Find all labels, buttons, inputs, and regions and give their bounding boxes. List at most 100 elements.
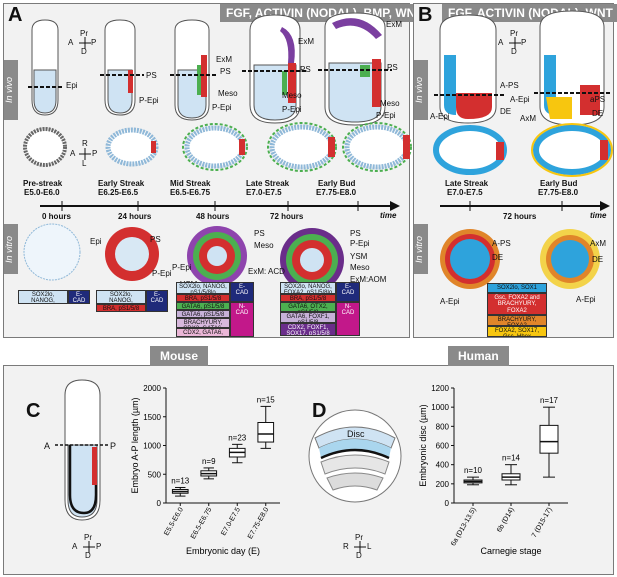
panel-a-letter: A xyxy=(8,4,23,26)
n-label: n=9 xyxy=(202,457,216,466)
tA2-row2: BRA, pS1/5/8 xyxy=(96,304,146,312)
y-tick-label: 500 xyxy=(148,470,162,479)
tA4-row5: CDX2, FOXF1, SOX17, pS1/5/8 xyxy=(280,323,336,336)
stage-5-days: E7.75-E8.0 xyxy=(316,188,357,197)
label-ps-4: PS xyxy=(387,63,398,72)
vitro-exmaom: ExM:AOM xyxy=(350,275,387,284)
x-axis-label: Carnegie stage xyxy=(480,546,541,556)
tA3-ncad: N-CAD xyxy=(230,302,254,337)
embryo-latestreak xyxy=(242,14,308,124)
label-pepi-3: P-Epi xyxy=(282,105,302,114)
y-tick-label: 600 xyxy=(436,442,450,451)
human-axis-d: D xyxy=(356,551,362,560)
x-tick-label: 6a (D13-13.5) xyxy=(450,507,478,548)
stage-4-days: E7.0-E7.5 xyxy=(246,188,282,197)
cross-sections xyxy=(23,122,412,172)
stage-5-name: Early Bud xyxy=(318,179,356,188)
b-vitro-aepi2: A-Epi xyxy=(576,295,596,304)
vitro-ps-1: PS xyxy=(150,235,161,244)
x-tick-label: E5.5-E6.0 xyxy=(163,506,185,537)
label-exm-2: ExM xyxy=(216,55,232,64)
tB-row4: FOXA2, SOX17, Gsc, Hhex xyxy=(487,326,547,337)
embryo-earlybud xyxy=(318,12,392,126)
stage-3-name: Mid Streak xyxy=(170,179,211,188)
human-embryo xyxy=(308,409,402,503)
b-axis-pr: Pr xyxy=(510,29,518,38)
tA2-row1: SOX2lo, NANOG, pS1/5/8lo xyxy=(96,290,146,304)
vitro-meso-2: Meso xyxy=(254,241,274,250)
n-label: n=13 xyxy=(171,476,190,485)
tA1-ecad: E-CAD xyxy=(68,290,90,304)
tA4-row3: GATA6, OTX2, pS1/5/8 xyxy=(280,302,336,312)
vitro-pepi-2: P-Epi xyxy=(172,263,192,272)
b-vitro-aepi: A-Epi xyxy=(440,297,460,306)
embryo-midstreak xyxy=(170,19,216,121)
stage-2-name: Early Streak xyxy=(98,179,145,188)
invitro-colonies xyxy=(23,223,344,292)
y-tick-label: 200 xyxy=(436,480,450,489)
mouse-embryo xyxy=(55,379,110,521)
vitro-meso-3: Meso xyxy=(350,263,370,272)
b-cross-sections xyxy=(433,123,613,177)
panel-c-letter: C xyxy=(26,400,41,422)
stage-3-days: E6.5-E6.75 xyxy=(170,188,211,197)
timeline-a xyxy=(40,201,400,211)
box xyxy=(257,422,275,443)
y-tick-label: 1200 xyxy=(431,384,449,393)
stage-4-name: Late Streak xyxy=(246,179,290,188)
stage-1-name: Pre-streak xyxy=(23,179,63,188)
tA3-row4: GATA6, pS1/5/8 xyxy=(176,310,230,318)
mouse-axis-cross xyxy=(83,541,95,553)
mouse-axis-a: A xyxy=(44,441,51,451)
tB-row1: SOX2lo, SOX1 xyxy=(487,283,547,293)
b-stage-1-days: E7.0-E7.5 xyxy=(447,188,483,197)
label-pepi-4: P-Epi xyxy=(376,111,396,120)
b-axis-p: P xyxy=(521,38,527,47)
tA3-row6: CDX2, GATA6, SOX17, pS1/5/8 xyxy=(176,328,230,337)
label-pepi-1: P-Epi xyxy=(139,96,159,105)
label-meso-4: Meso xyxy=(380,99,400,108)
y-tick-label: 1000 xyxy=(143,442,161,451)
b-vitro-aps: A-PS xyxy=(492,239,511,248)
b-colonies xyxy=(440,229,600,289)
axis-d: D xyxy=(81,47,87,56)
tA3-row5: BRACHYURY, CDX2, GATA6, pS1/5/8 xyxy=(176,318,230,328)
tA4-ncad: N-CAD xyxy=(336,302,360,336)
n-label: n=15 xyxy=(257,395,276,404)
human-axis-cross xyxy=(354,541,366,553)
panel-a-invivo-label: In vivo xyxy=(4,60,18,120)
n-label: n=17 xyxy=(540,396,559,405)
box xyxy=(539,424,559,454)
axis-pr: Pr xyxy=(80,29,88,38)
y-tick-label: 0 xyxy=(157,499,162,508)
label-epi-1: Epi xyxy=(66,81,78,90)
panel-b-invitro-label: In vitro xyxy=(414,224,428,274)
tB-row2: Gsc, FOXA2 and BRACHYURY, FOXA2 xyxy=(487,293,547,315)
vitro-ps-3: PS xyxy=(350,229,361,238)
tA4-row2: BRA, pS1/5/8 xyxy=(280,294,336,302)
y-tick-label: 2000 xyxy=(143,384,161,393)
tA3-ecad: E-CAD xyxy=(230,282,254,302)
b-axis-d: D xyxy=(511,47,517,56)
label-ps-2: PS xyxy=(220,67,231,76)
b-de-2: DE xyxy=(592,109,604,118)
tA1-row1: SOX2lo, NANOG, pS1/5/8lo xyxy=(18,290,68,304)
b-axis-cross xyxy=(509,37,521,49)
stage-1-days: E5.0-E6.0 xyxy=(24,188,60,197)
axis-mid-r: R xyxy=(82,139,88,148)
b-aps-2: aPS xyxy=(590,95,606,104)
x-axis-label: Embryonic day (E) xyxy=(186,546,260,556)
vitro-epi: Epi xyxy=(90,237,102,246)
label-exm-4: ExM xyxy=(386,20,402,29)
human-axis-r: R xyxy=(343,542,349,551)
tB-row3: BRACHYURY, FOXA2 xyxy=(487,315,547,326)
hours-48: 48 hours xyxy=(196,212,230,221)
hours-0: 0 hours xyxy=(42,212,71,221)
y-tick-label: 1000 xyxy=(431,403,449,412)
tA3-row2: BRA, pS1/5/8 xyxy=(176,294,230,302)
b-hours: 72 hours xyxy=(503,212,537,221)
axis-a: A xyxy=(68,38,74,47)
b-stage-2-days: E7.75-E8.0 xyxy=(538,188,579,197)
tA4-row1: SOX2lo, NANOG, FOXA2, pS1/5/8lo xyxy=(280,282,336,294)
tA2-ecad: E-CAD xyxy=(146,290,168,312)
